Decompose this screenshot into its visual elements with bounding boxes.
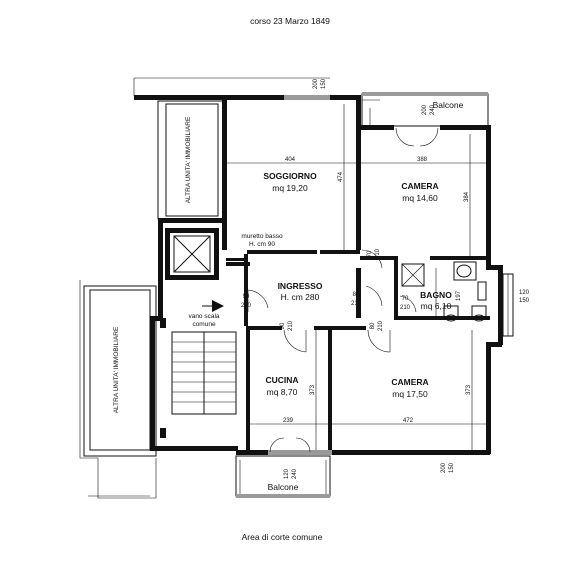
entrance-arrow-icon	[212, 300, 224, 312]
ingresso-cucina-width: 90	[280, 322, 286, 329]
camera-top-door-height: 210	[375, 248, 381, 259]
camera-bottom-door-width: 80	[370, 322, 376, 329]
outer-walls	[134, 95, 503, 455]
window-top2-height: 240	[430, 104, 436, 115]
window-right-height: 150	[519, 298, 530, 304]
ingresso-camera-width: 80	[353, 292, 360, 298]
soggiorno-name: SOGGIORNO	[263, 171, 317, 181]
bagno-door-height: 210	[400, 305, 411, 311]
soggiorno-area: mq 19,20	[272, 183, 308, 193]
low-wall	[226, 258, 248, 261]
camera-top-area: mq 14,60	[402, 193, 438, 203]
cucina-area: mq 8,70	[267, 387, 298, 397]
balcony-bottom	[235, 455, 331, 498]
bagno-door-width: 70	[402, 296, 409, 302]
ingresso-name: INGRESSO	[278, 281, 323, 291]
muretto-label-2: H. cm 90	[249, 241, 275, 248]
camera-bottom-door-height: 210	[378, 320, 384, 331]
window-bottom-right-height: 150	[449, 462, 455, 473]
opening-labels: 90 210 90 210 80 210 80 210 70 210 70 21…	[241, 78, 530, 479]
camera-top-height: 384	[464, 191, 470, 202]
neighbor-top-label: ALTRA UNITA' IMMOBILIARE	[185, 116, 192, 203]
door-swings	[247, 127, 439, 453]
neighbor-left-label: ALTRA UNITA' IMMOBILIARE	[113, 326, 120, 413]
bay-window-right	[502, 273, 514, 337]
window-bottom-width: 120	[284, 468, 290, 479]
neighbor-unit-left: ALTRA UNITA' IMMOBILIARE	[83, 285, 157, 457]
camera-bottom-name: CAMERA	[391, 377, 428, 387]
balcony-bottom-label: Balcone	[268, 482, 299, 492]
window-bottom-height: 240	[292, 468, 298, 479]
window-top2-width: 200	[422, 104, 428, 115]
camera-bottom-area: mq 17,50	[392, 389, 428, 399]
soggiorno-height: 474	[338, 171, 344, 182]
bagno-height: 197	[456, 290, 462, 301]
bagno-area: mq 6,10	[421, 301, 452, 311]
window-right-width: 120	[519, 290, 530, 296]
balcony-top-label: Balcone	[433, 100, 464, 110]
entrance-width: 90	[243, 294, 250, 300]
balcony-top	[361, 92, 489, 127]
camera-bottom-height: 373	[466, 384, 472, 395]
elevator-shaft	[173, 235, 211, 273]
camera-bottom-width: 472	[403, 418, 414, 424]
cucina-name: CUCINA	[265, 375, 298, 385]
bagno-name: BAGNO	[420, 290, 452, 300]
stair-label-1: vano scala	[188, 313, 219, 320]
camera-top-door-width: 70	[367, 250, 373, 257]
ingresso-cucina-height: 210	[288, 320, 294, 331]
address-caption: corso 23 Marzo 1849	[250, 16, 330, 26]
dimension-lines	[227, 104, 486, 450]
entrance-height: 210	[241, 303, 252, 309]
ingresso-height: H. cm 280	[281, 292, 320, 302]
ingresso-camera-height: 210	[351, 301, 362, 307]
camera-top-name: CAMERA	[401, 181, 438, 191]
cucina-height: 373	[310, 384, 316, 395]
camera-top-width: 388	[417, 157, 428, 163]
neighbor-unit-top: ALTRA UNITA' IMMOBILIARE	[157, 100, 225, 220]
bath-fixtures	[401, 261, 487, 322]
window-top-height: 150	[321, 78, 327, 89]
stairs	[160, 318, 237, 438]
soggiorno-width: 404	[285, 157, 296, 163]
window-bottom-right-width: 200	[441, 462, 447, 473]
footer-caption: Area di corte comune	[242, 532, 323, 542]
cucina-width: 239	[283, 418, 294, 424]
muretto-label-1: muretto basso	[241, 233, 283, 240]
stair-label-2: comune	[192, 321, 216, 328]
window-top-width: 200	[313, 78, 319, 89]
